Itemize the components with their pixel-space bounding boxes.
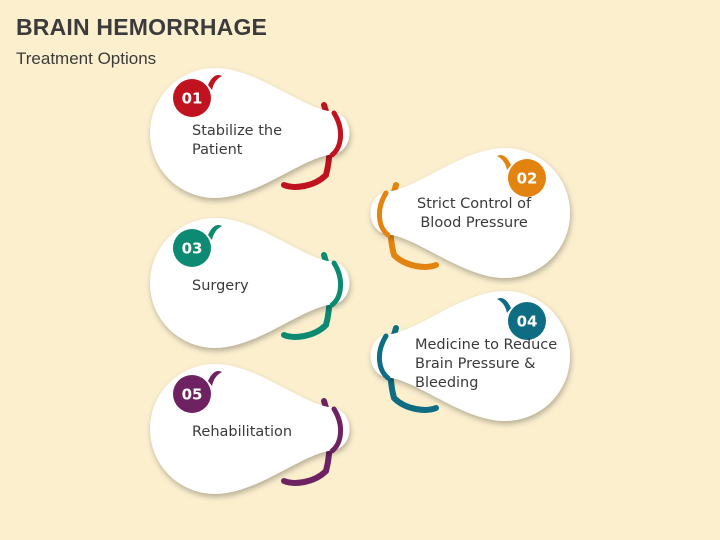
step-number: 04 [517,313,538,331]
step-label-line: Patient [192,142,243,158]
badge-hook [497,155,511,170]
step-label-line: Brain Pressure & [415,356,536,372]
step-number-badge [508,302,546,340]
step-label-line: Rehabilitation [192,424,293,440]
slide-subtitle: Treatment Options [16,49,157,68]
badge-hook [208,371,222,386]
step-04: 04 [370,291,570,421]
step-label-line: Medicine to Reduce [415,337,558,353]
step-05: 05 [150,364,350,494]
step-accent-edge [329,406,343,454]
step-03: 03 [150,218,350,348]
step-accent-edge [377,190,391,238]
step-number: 02 [517,170,538,188]
badge-hook [497,298,511,313]
step-number: 01 [182,90,203,108]
step-number-badge [173,229,211,267]
step-label-line: Surgery [192,278,249,294]
step-accent-edge [329,260,343,308]
badge-hook [208,225,222,240]
step-number-badge [508,159,546,197]
step-label: Strict Control of Blood Pressure [417,195,531,233]
step-01: 01 [150,68,350,198]
step-02: 02 [370,148,570,278]
step-accent-edge [329,110,343,158]
step-accent-edge [377,333,391,381]
step-label-line: Bleeding [415,375,479,391]
badge-hook [208,75,222,90]
step-number-badge [173,79,211,117]
step-number: 03 [182,240,203,258]
step-number: 05 [182,386,203,404]
step-label-line: Stabilize the [192,123,283,139]
step-label-line: Blood Pressure [420,215,528,231]
step-label-line: Strict Control of [417,196,532,212]
step-number-badge [173,375,211,413]
slide-title: BRAIN HEMORRHAGE [16,14,268,40]
step-label: Rehabilitation [192,423,292,442]
step-label: Surgery [192,277,249,296]
